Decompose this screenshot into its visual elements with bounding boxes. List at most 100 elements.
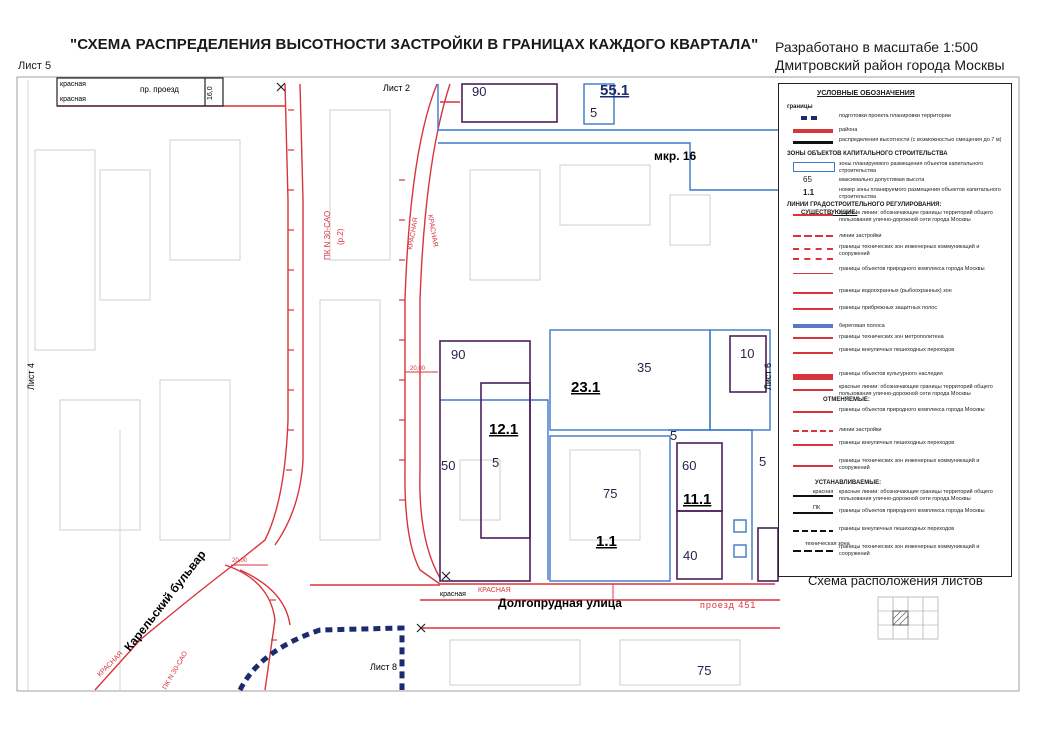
height-75: 75 <box>603 486 617 501</box>
legend-item: береговая полоса <box>839 323 885 329</box>
height-90b: 90 <box>451 347 465 362</box>
height-60: 60 <box>682 458 696 473</box>
legend-item: границы технических зон инженерных комму… <box>839 244 980 257</box>
legend-sym <box>793 292 833 294</box>
legend-sym <box>793 444 833 446</box>
red-line-ticks <box>270 109 405 641</box>
sheet-label-2: Лист 2 <box>383 83 410 93</box>
legend-sym-pk: ПК <box>813 505 821 511</box>
legend-panel: УСЛОВНЫЕ ОБОЗНАЧЕНИЯ границы подготовки … <box>778 83 1012 577</box>
height-5c: 5 <box>670 428 677 443</box>
legend-item: границы объектов культурного наследия <box>839 371 943 377</box>
legend-sym <box>793 324 833 328</box>
height-40: 40 <box>683 548 697 563</box>
scale-info: Разработано в масштабе 1:500 Дмитровский… <box>775 38 1005 74</box>
mkr-label: мкр. 16 <box>654 149 697 163</box>
legend-borders-head: границы <box>787 104 813 110</box>
legend-sym <box>793 374 833 380</box>
legend-sym-krasnaya: красная <box>813 489 834 495</box>
sheet-scheme-title: Схема расположения листов <box>808 573 983 588</box>
legend-cancelled-head: ОТМЕНЯЕМЫЕ: <box>823 397 870 403</box>
sheet-label-5: Лист 5 <box>18 60 52 72</box>
legend-sym <box>793 411 833 413</box>
street-label-pr-proezd: пр. проезд <box>140 85 179 94</box>
page-title: "СХЕМА РАСПРЕДЕЛЕНИЯ ВЫСОТНОСТИ ЗАСТРОЙК… <box>70 36 759 53</box>
legend-sym <box>793 389 833 391</box>
legend-item: зоны планируемого размещения объектов ка… <box>839 161 984 174</box>
legend-item: границы объектов природного комплекса го… <box>839 508 985 514</box>
krasnaya-bottom: красная <box>440 591 466 598</box>
legend-sym <box>793 465 833 467</box>
legend-item: красные линии: обозначающие границы терр… <box>839 489 993 502</box>
legend-item: границы внеуличных пешеходных переходов <box>839 440 955 446</box>
legend-sample-zone: 1.1 <box>803 188 815 197</box>
legend-title: УСЛОВНЫЕ ОБОЗНАЧЕНИЯ <box>817 90 915 97</box>
height-90a: 90 <box>472 84 486 99</box>
blue-zones <box>437 83 780 582</box>
district-boundary <box>237 625 405 692</box>
legend-sym <box>793 214 833 216</box>
legend-established-head: УСТАНАВЛИВАЕМЫЕ: <box>815 480 882 486</box>
height-5a: 5 <box>590 105 597 120</box>
purple-zones <box>439 83 779 582</box>
legend-sym <box>793 550 833 552</box>
block-number-23-1: 23.1 <box>571 379 600 396</box>
legend-sym <box>793 512 833 514</box>
legend-sym-tz: техническая зона <box>805 541 850 547</box>
legend-sym <box>793 430 833 432</box>
legend-item: района <box>839 127 858 133</box>
legend-item: номер зоны планируемого размещения объек… <box>839 187 1001 200</box>
legend-sym-dashed <box>801 116 821 120</box>
legend-item: красные линии: обозначающие границы терр… <box>839 384 993 397</box>
red-lines <box>57 83 780 691</box>
street-label-proezd: проезд 451 <box>700 600 756 610</box>
sheet-label-6: Лист 6 <box>763 363 773 390</box>
legend-item: границы технических зон инженерных комму… <box>839 458 980 471</box>
legend-item: границы внеуличных пешеходных переходов <box>839 526 955 532</box>
legend-item: линии застройки <box>839 427 882 433</box>
sheet-scheme-grid <box>877 596 939 640</box>
legend-item: границы внеуличных пешеходных переходов <box>839 347 955 353</box>
height-50: 50 <box>441 458 455 473</box>
legend-sym <box>793 352 833 354</box>
krasnaya-label-top2: красная <box>60 96 86 103</box>
legend-sym <box>793 273 833 282</box>
height-75b: 75 <box>697 663 711 678</box>
legend-item: максимально допустимая высота <box>839 177 925 183</box>
sheet-label-8: Лист 8 <box>370 662 397 672</box>
legend-sample-height: 65 <box>803 175 812 184</box>
height-5b: 5 <box>492 455 499 470</box>
block-number-11-1: 11.1 <box>683 491 711 508</box>
legend-item: границы прибрежных защитных полос <box>839 305 938 311</box>
krasnaya-bottom-caps: КРАСНАЯ <box>478 587 511 594</box>
legend-sym <box>793 248 833 260</box>
background-buildings <box>34 109 741 686</box>
district-line: Дмитровский район города Москвы <box>775 57 1005 73</box>
legend-sym-black <box>793 141 833 144</box>
legend-sym <box>793 530 833 532</box>
legend-sym-blue <box>793 162 835 172</box>
cross-markers <box>276 82 451 633</box>
pk-label: ПК N 30-САО <box>323 211 332 260</box>
height-5d: 5 <box>759 454 766 469</box>
legend-item: красные линии: обозначающие границы терр… <box>839 210 993 223</box>
legend-item: границы технических зон метрополитена <box>839 334 944 340</box>
krasnaya-label-top: красная <box>60 81 86 88</box>
street-label-dolgoprudnaya: Долгопрудная улица <box>498 596 622 610</box>
legend-lines-head: ЛИНИИ ГРАДОСТРОИТЕЛЬНОГО РЕГУЛИРОВАНИЯ: <box>787 202 942 208</box>
legend-existing-head: СУЩЕСТВУЮЩИЕ: <box>801 210 858 216</box>
block-number-55-1: 55.1 <box>600 82 629 99</box>
legend-sym-red <box>793 129 833 133</box>
dimension-lines <box>231 371 614 600</box>
legend-item: границы объектов природного комплекса го… <box>839 266 985 272</box>
legend-zones-head: ЗОНЫ ОБЪЕКТОВ КАПИТАЛЬНОГО СТРОИТЕЛЬСТВА <box>787 151 948 157</box>
height-35: 35 <box>637 360 651 375</box>
block-number-12-1: 12.1 <box>489 421 518 438</box>
sheet-label-4: Лист 4 <box>26 363 36 390</box>
legend-sym <box>793 337 833 339</box>
legend-sym <box>793 308 833 310</box>
legend-sym <box>793 495 833 497</box>
legend-item: границы технических зон инженерных комму… <box>839 544 980 557</box>
legend-item: границы водоохранных (рыбоохранных) зон <box>839 288 952 294</box>
pr-proezd-block <box>56 77 224 107</box>
